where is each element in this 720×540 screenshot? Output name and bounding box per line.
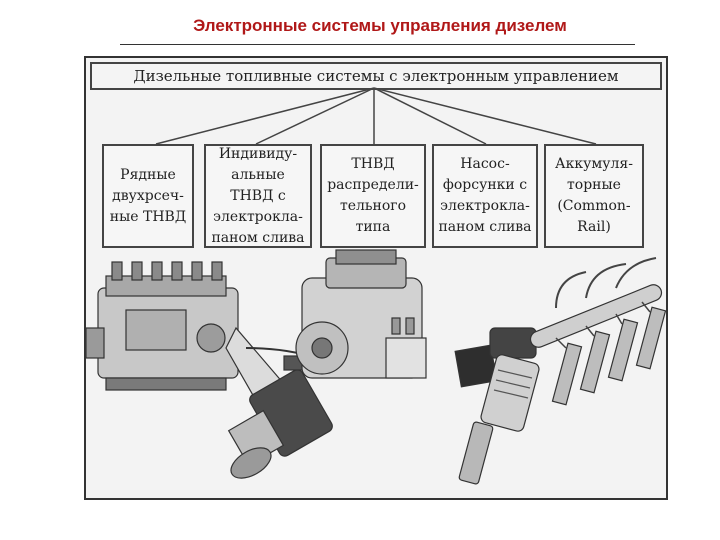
- slide-title: Электронные системы управления дизелем: [193, 16, 567, 35]
- connector-1: [155, 87, 375, 145]
- distributor-pump-icon: [295, 249, 427, 379]
- connector-4: [373, 87, 487, 145]
- connector-5: [373, 87, 597, 145]
- category-unit-injectors: Насос- форсунки с электрокла- паном слив…: [432, 144, 538, 248]
- category-distributor-pumps: ТНВД распредели- тельного типа: [320, 144, 426, 248]
- component-images: [86, 249, 666, 485]
- connector-lines: [155, 87, 597, 145]
- common-rail-icon: [529, 257, 666, 406]
- category-common-rail: Аккумуля- торные (Common- Rail): [544, 144, 644, 248]
- connector-2: [255, 87, 375, 145]
- category-unit-pumps: Индивиду- альные ТНВД с электрокла- пано…: [204, 144, 312, 248]
- unit-injector-icon: [454, 327, 540, 485]
- title-underline: [120, 44, 635, 45]
- diagram-header: Дизельные топливные системы с электронны…: [90, 62, 662, 90]
- category-inline-pumps: Рядные двухрсеч- ные ТНВД: [102, 144, 194, 248]
- diagram-figure: Дизельные топливные системы с электронны…: [84, 56, 668, 500]
- inline-pump-icon: [86, 261, 239, 391]
